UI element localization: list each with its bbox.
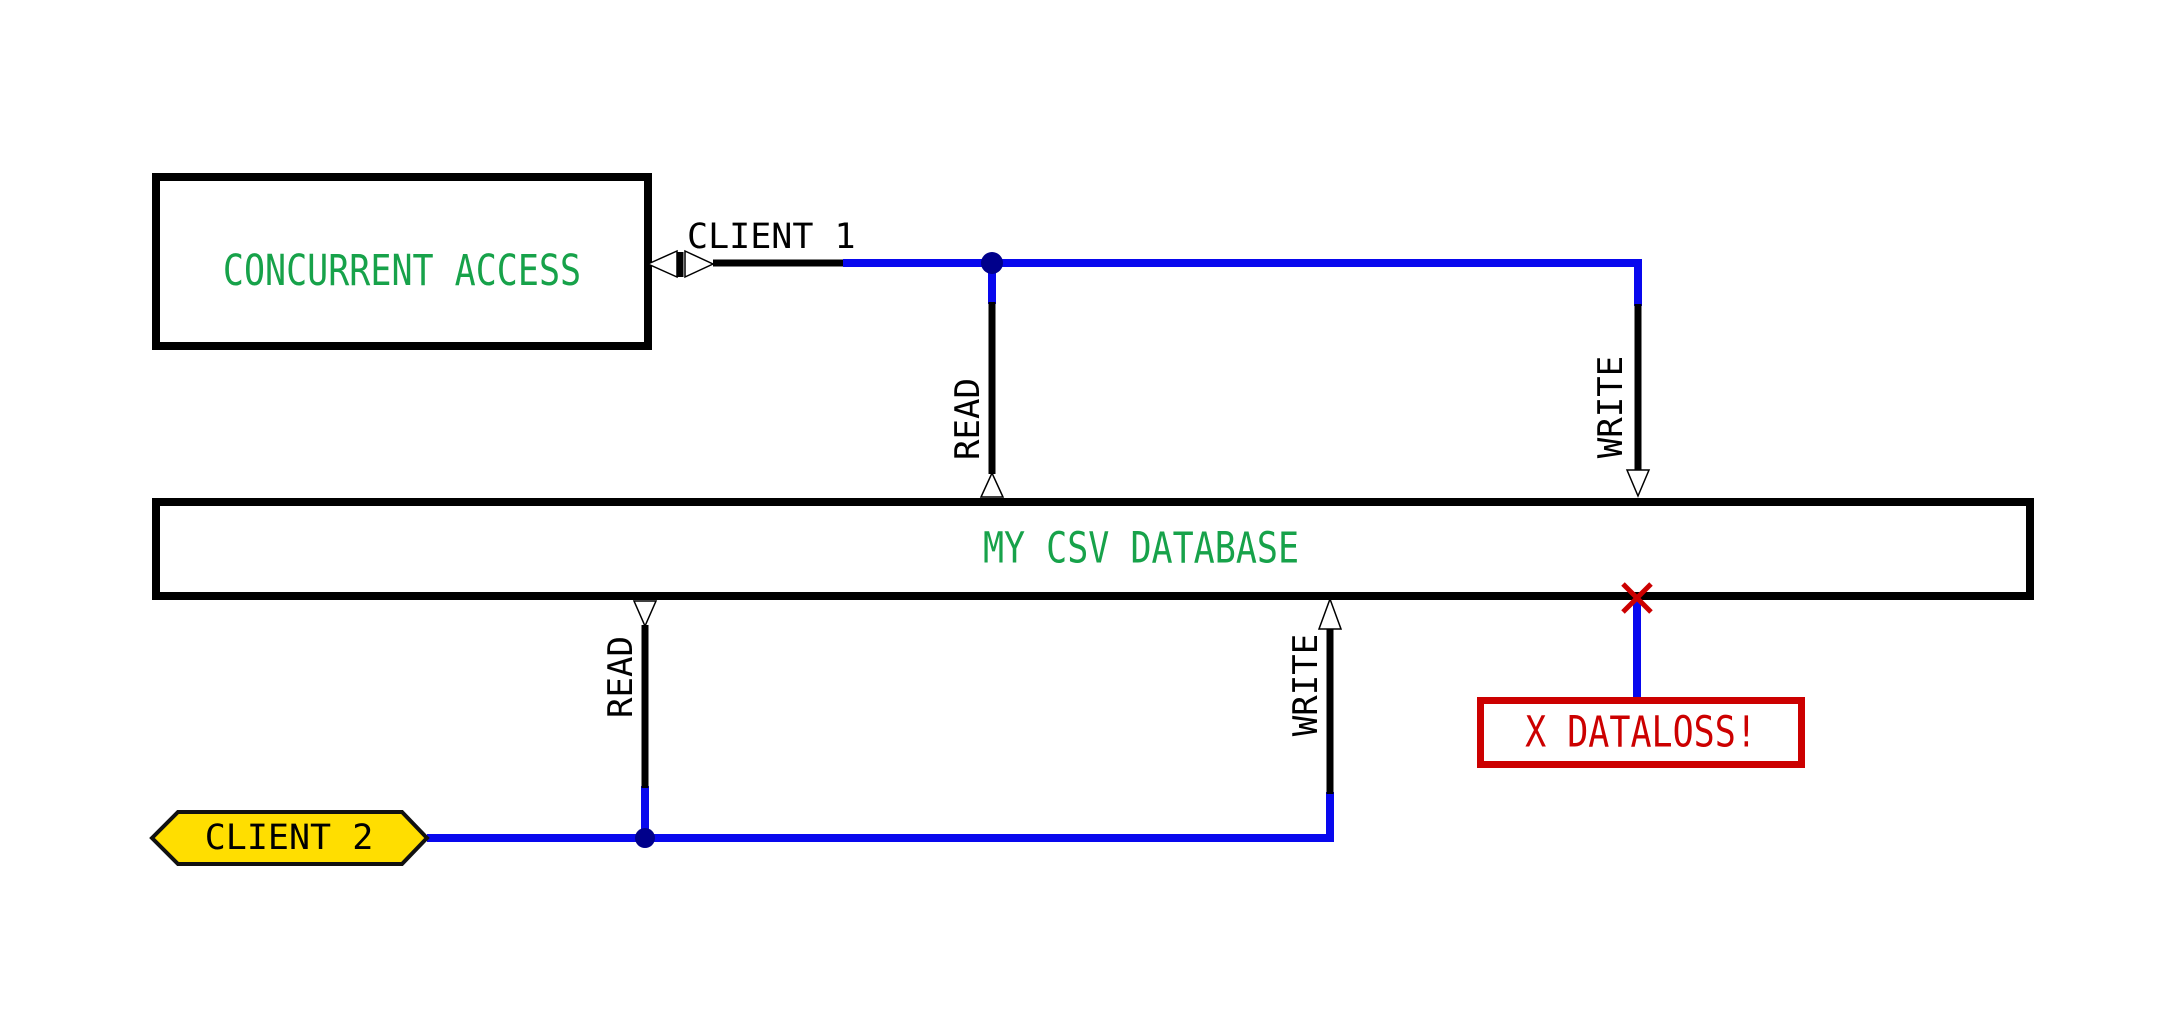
- client2-junction-dot: [635, 828, 655, 848]
- client2-read-label: READ: [601, 636, 641, 718]
- client1-read-label: READ: [948, 378, 988, 460]
- concurrent-access-label: CONCURRENT ACCESS: [222, 246, 582, 296]
- client2-read-arrowhead-icon: [632, 600, 658, 628]
- client2-label: CLIENT 2: [204, 818, 374, 858]
- client1-blue-path: [843, 259, 1642, 306]
- client1-read-arrowhead-icon: [979, 471, 1005, 498]
- client1-junction-dot: [981, 252, 1003, 274]
- csv-database-label: MY CSV DATABASE: [982, 524, 1300, 574]
- concurrent-access-box: CONCURRENT ACCESS: [152, 173, 652, 350]
- client2-hexagon: [149, 810, 430, 866]
- dataloss-box: X DATALOSS!: [1477, 697, 1805, 768]
- client2-blue-path: [427, 792, 1334, 842]
- client2-write-arrowhead-icon: [1317, 596, 1343, 630]
- client1-label: CLIENT 1: [687, 217, 856, 257]
- bowtie-connector-icon: [646, 249, 715, 279]
- csv-database-box: MY CSV DATABASE: [152, 498, 2034, 600]
- client1-write-label: WRITE: [1591, 355, 1631, 459]
- client2-write-label: WRITE: [1286, 633, 1326, 737]
- dataloss-x-icon: [1621, 582, 1653, 614]
- client1-write-arrowhead-icon: [1625, 469, 1651, 498]
- dataloss-label: X DATALOSS!: [1525, 708, 1757, 757]
